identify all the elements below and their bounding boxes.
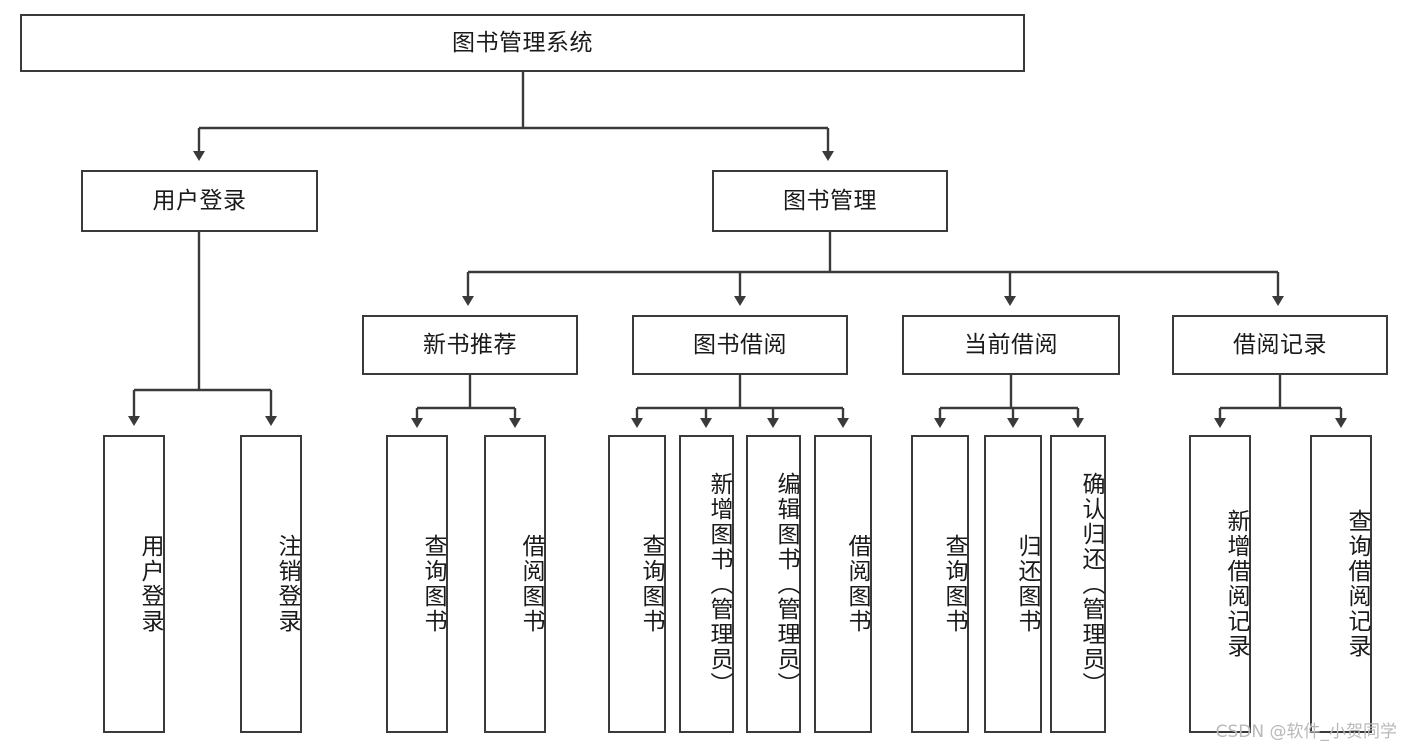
node-leaf-borrow-book-2-label: 借阅图书 bbox=[844, 534, 870, 634]
node-borrow-record[interactable]: 借阅记录 bbox=[1172, 315, 1388, 375]
node-root-label: 图书管理系统 bbox=[452, 29, 593, 56]
node-leaf-logout-label: 注销登录 bbox=[274, 534, 300, 634]
node-current-borrow[interactable]: 当前借阅 bbox=[902, 315, 1120, 375]
node-leaf-query-book-1[interactable]: 查询图书 bbox=[386, 435, 448, 733]
node-current-borrow-label: 当前借阅 bbox=[964, 331, 1058, 358]
node-user-login-label: 用户登录 bbox=[152, 187, 247, 214]
node-leaf-edit-book-label: 编辑图书（管理员） bbox=[773, 471, 799, 697]
node-leaf-edit-book[interactable]: 编辑图书（管理员） bbox=[746, 435, 801, 733]
node-leaf-add-book-label: 新增图书（管理员） bbox=[706, 471, 732, 697]
node-new-book-recommend[interactable]: 新书推荐 bbox=[362, 315, 578, 375]
node-leaf-query-book-3[interactable]: 查询图书 bbox=[911, 435, 969, 733]
node-leaf-borrow-book-1[interactable]: 借阅图书 bbox=[484, 435, 546, 733]
node-leaf-query-book-2[interactable]: 查询图书 bbox=[608, 435, 666, 733]
node-leaf-add-borrow-record[interactable]: 新增借阅记录 bbox=[1189, 435, 1251, 733]
node-leaf-user-login-label: 用户登录 bbox=[137, 534, 163, 634]
node-leaf-query-book-2-label: 查询图书 bbox=[638, 534, 664, 634]
node-leaf-return-book-label: 归还图书 bbox=[1014, 534, 1040, 634]
node-book-management[interactable]: 图书管理 bbox=[712, 170, 948, 232]
node-leaf-add-book[interactable]: 新增图书（管理员） bbox=[679, 435, 734, 733]
node-leaf-query-book-1-label: 查询图书 bbox=[420, 534, 446, 634]
node-book-borrow[interactable]: 图书借阅 bbox=[632, 315, 848, 375]
node-leaf-user-login[interactable]: 用户登录 bbox=[103, 435, 165, 733]
node-book-management-label: 图书管理 bbox=[783, 187, 877, 214]
node-leaf-confirm-return[interactable]: 确认归还（管理员） bbox=[1050, 435, 1106, 733]
node-leaf-query-borrow-record[interactable]: 查询借阅记录 bbox=[1310, 435, 1372, 733]
node-leaf-logout[interactable]: 注销登录 bbox=[240, 435, 302, 733]
node-leaf-return-book[interactable]: 归还图书 bbox=[984, 435, 1042, 733]
node-new-book-recommend-label: 新书推荐 bbox=[423, 331, 517, 358]
node-borrow-record-label: 借阅记录 bbox=[1233, 331, 1327, 358]
node-root[interactable]: 图书管理系统 bbox=[20, 14, 1025, 72]
node-user-login[interactable]: 用户登录 bbox=[81, 170, 318, 232]
node-leaf-borrow-book-2[interactable]: 借阅图书 bbox=[814, 435, 872, 733]
watermark: CSDN @软件_小贺同学 bbox=[1215, 722, 1397, 742]
node-leaf-query-borrow-record-label: 查询借阅记录 bbox=[1344, 509, 1370, 659]
node-leaf-add-borrow-record-label: 新增借阅记录 bbox=[1223, 509, 1249, 659]
node-leaf-confirm-return-label: 确认归还（管理员） bbox=[1078, 471, 1104, 697]
node-leaf-query-book-3-label: 查询图书 bbox=[941, 534, 967, 634]
node-leaf-borrow-book-1-label: 借阅图书 bbox=[518, 534, 544, 634]
node-book-borrow-label: 图书借阅 bbox=[693, 331, 787, 358]
